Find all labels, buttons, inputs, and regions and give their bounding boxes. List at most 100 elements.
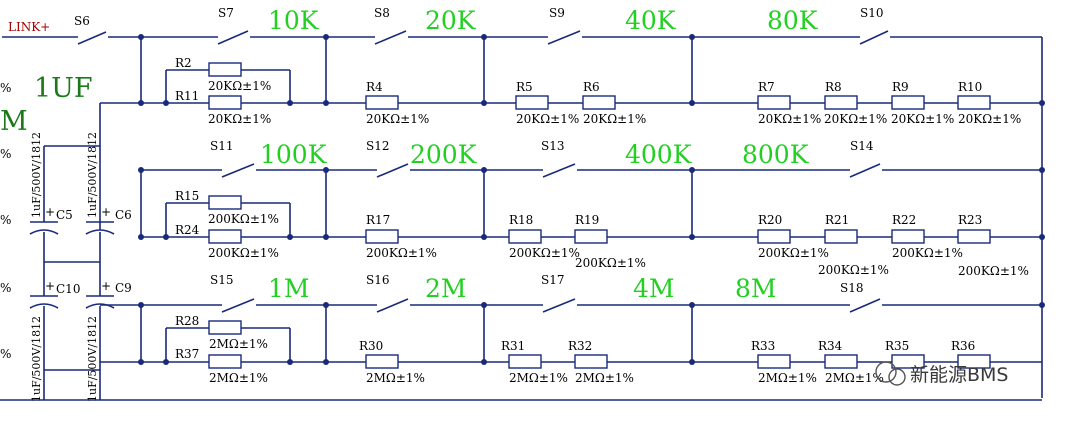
svg-text:200KΩ±1%: 200KΩ±1% [758, 246, 829, 260]
edge-percent-5: % [0, 347, 11, 361]
svg-text:C6: C6 [115, 208, 132, 222]
svg-text:S11: S11 [210, 139, 234, 153]
svg-text:R34: R34 [818, 339, 843, 353]
step-label-8m: 8M [735, 274, 777, 303]
svg-text:R11: R11 [175, 89, 199, 103]
svg-text:200KΩ±1%: 200KΩ±1% [575, 256, 646, 270]
svg-text:S13: S13 [541, 139, 565, 153]
resistor-r11: R11 20KΩ±1% [175, 89, 271, 126]
junction-dot [323, 100, 329, 106]
svg-text:S9: S9 [549, 6, 565, 20]
svg-text:+: + [101, 205, 111, 219]
svg-text:R32: R32 [568, 339, 592, 353]
svg-text:R18: R18 [509, 213, 533, 227]
svg-text:20KΩ±1%: 20KΩ±1% [824, 112, 887, 126]
junction-dot [1039, 302, 1045, 308]
svg-text:S17: S17 [541, 273, 565, 287]
resistor-r32: R32 2MΩ±1% [568, 339, 634, 385]
chat-bubble-icon [875, 361, 897, 383]
svg-text:20KΩ±1%: 20KΩ±1% [516, 112, 579, 126]
junction-dot [689, 302, 695, 308]
svg-text:S15: S15 [210, 273, 234, 287]
junction-dot [481, 302, 487, 308]
svg-text:S8: S8 [374, 6, 390, 20]
junction-dot [1039, 234, 1045, 240]
svg-text:R22: R22 [892, 213, 916, 227]
switch-s14: S14 [849, 139, 881, 178]
svg-text:+: + [45, 279, 55, 293]
switch-s8: S8 [374, 6, 407, 45]
step-label-200k: 200K [410, 140, 478, 169]
svg-text:1uF/500V/1812: 1uF/500V/1812 [86, 316, 99, 402]
svg-text:R21: R21 [825, 213, 849, 227]
junction-dot [163, 100, 169, 106]
svg-text:R8: R8 [825, 80, 842, 94]
junction-dot [481, 100, 487, 106]
switch-s16: S16 [366, 273, 409, 313]
svg-text:S18: S18 [840, 281, 864, 295]
resistor-r22: R22 200KΩ±1% [891, 213, 963, 260]
svg-text:R30: R30 [359, 339, 383, 353]
junction-dot [323, 34, 329, 40]
step-label-800k: 800K [742, 140, 810, 169]
switch-s7: S7 [217, 6, 249, 45]
resistor-r6: R6 20KΩ±1% [582, 80, 646, 126]
edge-percent-4: % [0, 281, 11, 295]
svg-text:200KΩ±1%: 200KΩ±1% [509, 246, 580, 260]
switch-s15: S15 [210, 273, 255, 313]
junction-dot [323, 234, 329, 240]
svg-text:+: + [101, 279, 111, 293]
resistor-r5: R5 20KΩ±1% [515, 80, 579, 126]
junction-dot [323, 302, 329, 308]
step-label-1m: 1M [268, 274, 310, 303]
junction-dot [689, 359, 695, 365]
svg-text:20KΩ±1%: 20KΩ±1% [958, 112, 1021, 126]
svg-text:R7: R7 [758, 80, 775, 94]
resistor-r36: R36 [951, 339, 991, 369]
junction-dot [287, 234, 293, 240]
svg-text:R37: R37 [175, 347, 199, 361]
svg-text:2MΩ±1%: 2MΩ±1% [509, 371, 568, 385]
junction-dot [323, 359, 329, 365]
svg-text:R20: R20 [758, 213, 782, 227]
resistor-r2: R2 20KΩ±1% [175, 56, 271, 93]
switch-s11: S11 [210, 139, 255, 178]
svg-text:R31: R31 [501, 339, 525, 353]
junction-dot [138, 34, 144, 40]
resistor-r34: R34 2MΩ±1% [818, 339, 884, 385]
watermark-text: 新能源BMS [910, 364, 1009, 386]
resistor-r19: R19 200KΩ±1% [574, 213, 646, 270]
junction-dot [1039, 100, 1045, 106]
svg-text:1uF/500V/1812: 1uF/500V/1812 [86, 132, 99, 218]
svg-text:S6: S6 [74, 14, 90, 28]
capacitor-c6: C6 + 1uF/500V/1812 [85, 132, 132, 235]
junction-dot [689, 100, 695, 106]
junction-dot [287, 359, 293, 365]
junction-dot [481, 167, 487, 173]
edge-percent-3: % [0, 213, 11, 227]
resistor-r7: R7 20KΩ±1% [757, 80, 821, 126]
step-label-4m: 4M [633, 274, 675, 303]
junction-dot [138, 234, 144, 240]
svg-text:20KΩ±1%: 20KΩ±1% [758, 112, 821, 126]
svg-text:20KΩ±1%: 20KΩ±1% [208, 112, 271, 126]
svg-text:C5: C5 [56, 208, 73, 222]
svg-text:R4: R4 [366, 80, 383, 94]
step-label-20k: 20K [425, 6, 477, 35]
svg-text:R17: R17 [366, 213, 390, 227]
net-label-link-plus: LINK+ [8, 20, 50, 34]
svg-text:2MΩ±1%: 2MΩ±1% [758, 371, 817, 385]
svg-text:200KΩ±1%: 200KΩ±1% [208, 212, 279, 226]
svg-text:200KΩ±1%: 200KΩ±1% [958, 264, 1029, 278]
svg-text:R19: R19 [575, 213, 599, 227]
svg-text:R36: R36 [951, 339, 975, 353]
resistor-r28: R28 2MΩ±1% [175, 314, 268, 351]
svg-text:+: + [45, 205, 55, 219]
junction-dot [287, 100, 293, 106]
junction-dot [689, 34, 695, 40]
svg-text:R2: R2 [175, 56, 192, 70]
junction-dot [481, 234, 487, 240]
watermark: 新能源BMS [875, 361, 1009, 386]
svg-text:20KΩ±1%: 20KΩ±1% [208, 79, 271, 93]
